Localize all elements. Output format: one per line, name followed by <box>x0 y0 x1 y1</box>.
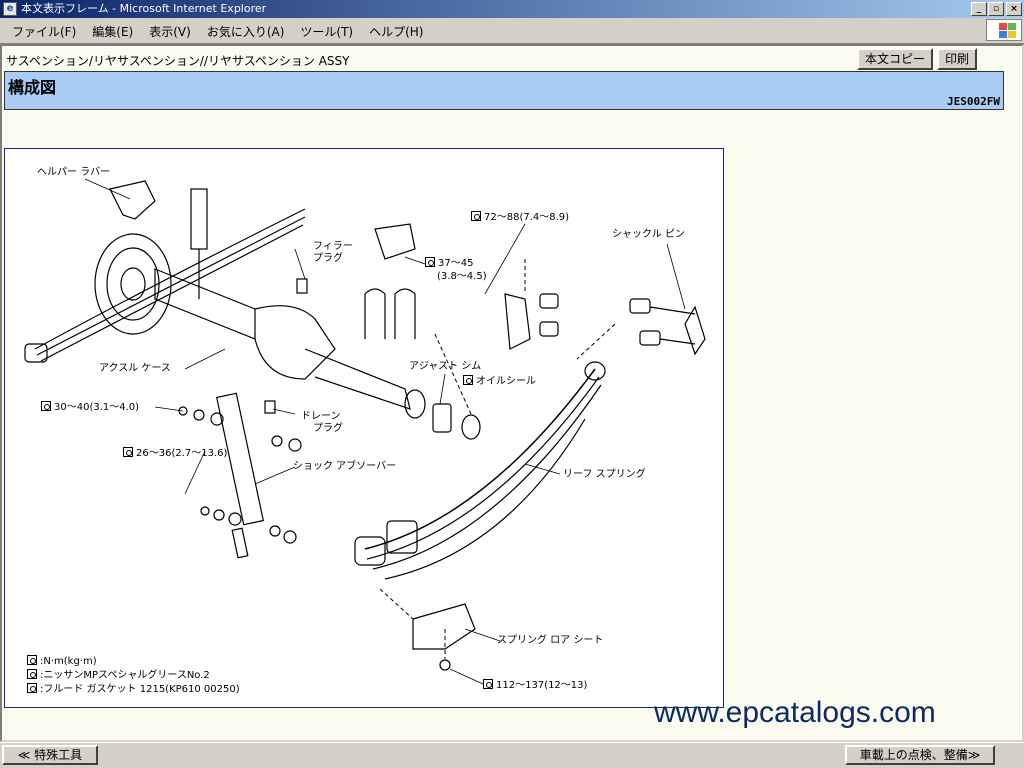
label-drain-plug: ドレーン <box>301 411 341 422</box>
axle-tube-right <box>304 348 411 410</box>
spring-bracket <box>374 223 416 260</box>
menu-favorites[interactable]: お気に入り(A) <box>206 25 285 39</box>
legend-text: :N·m(kg·m) <box>40 656 97 667</box>
spring-eye-rear <box>584 361 606 381</box>
torque-icon <box>41 401 51 411</box>
label-filler-plug: フィラー <box>313 241 353 252</box>
leaf-spring <box>364 368 596 550</box>
label-drain-plug-2: プラグ <box>313 423 343 434</box>
torque-112-text: 112〜137(12〜13) <box>496 680 588 691</box>
label-torque-37: 37〜45 <box>425 257 473 270</box>
bottom-navigation: ≪ 特殊工具 車載上の点検、整備≫ <box>0 742 1024 768</box>
helper-rubber <box>109 180 156 220</box>
legend-item: :ニッサンMPスペシャルグリースNo.2 <box>27 669 210 682</box>
label-shackle-pin: シャックル ピン <box>612 229 685 240</box>
adjust-shim <box>432 403 452 433</box>
legend-item: :フルード ガスケット 1215(KP610 00250) <box>27 683 240 696</box>
legend-item: :N·m(kg·m) <box>27 655 97 668</box>
label-torque-72: 72〜88(7.4〜8.9) <box>471 211 569 224</box>
drain-plug <box>264 400 276 414</box>
shock-upper-left <box>190 188 208 250</box>
label-torque-26: 26〜36(2.7〜13.6) <box>123 447 227 460</box>
shackle-pin <box>684 305 706 356</box>
copy-text-button[interactable]: 本文コピー <box>857 48 933 70</box>
spring-eye-front <box>354 536 386 566</box>
label-adjust-shim: アジャスト シム <box>409 361 482 372</box>
u-bolt-2 <box>394 288 416 339</box>
torque-icon <box>471 211 481 221</box>
close-button[interactable]: × <box>1006 2 1022 16</box>
torque-icon <box>425 257 435 267</box>
axle-tube-left <box>154 268 256 340</box>
u-bolt-1 <box>364 288 386 339</box>
menu-file[interactable]: ファイル(F) <box>12 25 77 39</box>
window-title: 本文表示フレーム - Microsoft Internet Explorer <box>21 2 267 15</box>
torque-30-text: 30〜40(3.1〜4.0) <box>54 402 140 413</box>
label-shock-absorber: ショック アブソーバー <box>293 461 397 472</box>
grease-icon <box>463 375 473 385</box>
spring-lower-seat <box>412 603 476 650</box>
label-filler-plug-2: プラグ <box>313 253 343 264</box>
spring-eye-left <box>24 343 48 363</box>
torque-72-text: 72〜88(7.4〜8.9) <box>484 212 570 223</box>
document-code: JES002FW <box>947 95 1000 108</box>
shackle-plate <box>504 293 531 350</box>
next-inspection-button[interactable]: 車載上の点検、整備≫ <box>845 745 995 765</box>
menu-view[interactable]: 表示(V) <box>149 25 191 39</box>
content-frame: サスペンション/リヤサスペンション//リヤサスペンション ASSY 本文コピー … <box>0 44 1024 742</box>
spring-clamp <box>386 520 418 554</box>
bushing-4 <box>639 330 661 346</box>
oil-seal <box>461 414 481 440</box>
breadcrumb: サスペンション/リヤサスペンション//リヤサスペンション ASSY <box>6 54 350 68</box>
windows-logo-icon <box>986 19 1022 41</box>
label-torque-30: 30〜40(3.1〜4.0) <box>41 401 139 414</box>
leaf-spring-left <box>34 208 306 350</box>
print-button[interactable]: 印刷 <box>937 48 977 70</box>
torque-icon <box>483 679 493 689</box>
label-axle-case: アクスル ケース <box>99 363 171 374</box>
gasket-icon <box>27 683 37 693</box>
section-header: 構成図 JES002FW <box>4 71 1004 110</box>
maximize-button[interactable]: ▫ <box>988 2 1004 16</box>
differential-housing <box>254 305 336 380</box>
prev-special-tools-button[interactable]: ≪ 特殊工具 <box>2 745 98 765</box>
torque-26-text: 26〜36(2.7〜13.6) <box>136 448 228 459</box>
page-title: 構成図 <box>8 78 57 97</box>
watermark: www.epcatalogs.com <box>654 696 936 729</box>
menu-help[interactable]: ヘルプ(H) <box>369 25 424 39</box>
shock-absorber <box>215 392 265 526</box>
legend-text: :ニッサンMPスペシャルグリースNo.2 <box>40 670 210 681</box>
grease-icon <box>27 669 37 679</box>
axle-flange <box>404 389 426 419</box>
ie-app-icon[interactable]: e <box>3 2 17 16</box>
suspension-drawing <box>24 178 706 685</box>
menu-edit[interactable]: 編集(E) <box>92 25 134 39</box>
menu-tools[interactable]: ツール(T) <box>300 25 354 39</box>
filler-plug <box>296 278 308 294</box>
bushing-3 <box>629 298 651 314</box>
lower-nut <box>439 659 451 671</box>
label-helper-rubber: ヘルパー ラバー <box>37 167 111 178</box>
label-oil-seal: オイルシール <box>463 375 536 388</box>
torque-37-text: 37〜45 <box>438 258 474 269</box>
bushing-2 <box>539 321 559 337</box>
legend-text: :フルード ガスケット 1215(KP610 00250) <box>40 684 240 695</box>
label-torque-37b: (3.8〜4.5) <box>437 271 487 282</box>
oil-seal-text: オイルシール <box>476 376 536 387</box>
label-leaf-spring: リーフ スプリング <box>563 469 646 480</box>
minimize-button[interactable]: _ <box>971 2 987 16</box>
bushing-1 <box>539 293 559 309</box>
torque-wrench-icon <box>27 655 37 665</box>
torque-icon <box>123 447 133 457</box>
exploded-diagram: ヘルパー ラバー フィラー プラグ 37〜45 (3.8〜4.5) 72〜88(… <box>4 148 724 708</box>
brake-drum <box>94 233 172 335</box>
label-torque-112: 112〜137(12〜13) <box>483 679 587 692</box>
label-spring-lower-seat: スプリング ロア シート <box>497 635 604 646</box>
menu-bar: ファイル(F) 編集(E) 表示(V) お気に入り(A) ツール(T) ヘルプ(… <box>0 18 1024 44</box>
window-title-bar: e 本文表示フレーム - Microsoft Internet Explorer… <box>0 0 1024 18</box>
menu-items: ファイル(F) 編集(E) 表示(V) お気に入り(A) ツール(T) ヘルプ(… <box>4 22 431 42</box>
